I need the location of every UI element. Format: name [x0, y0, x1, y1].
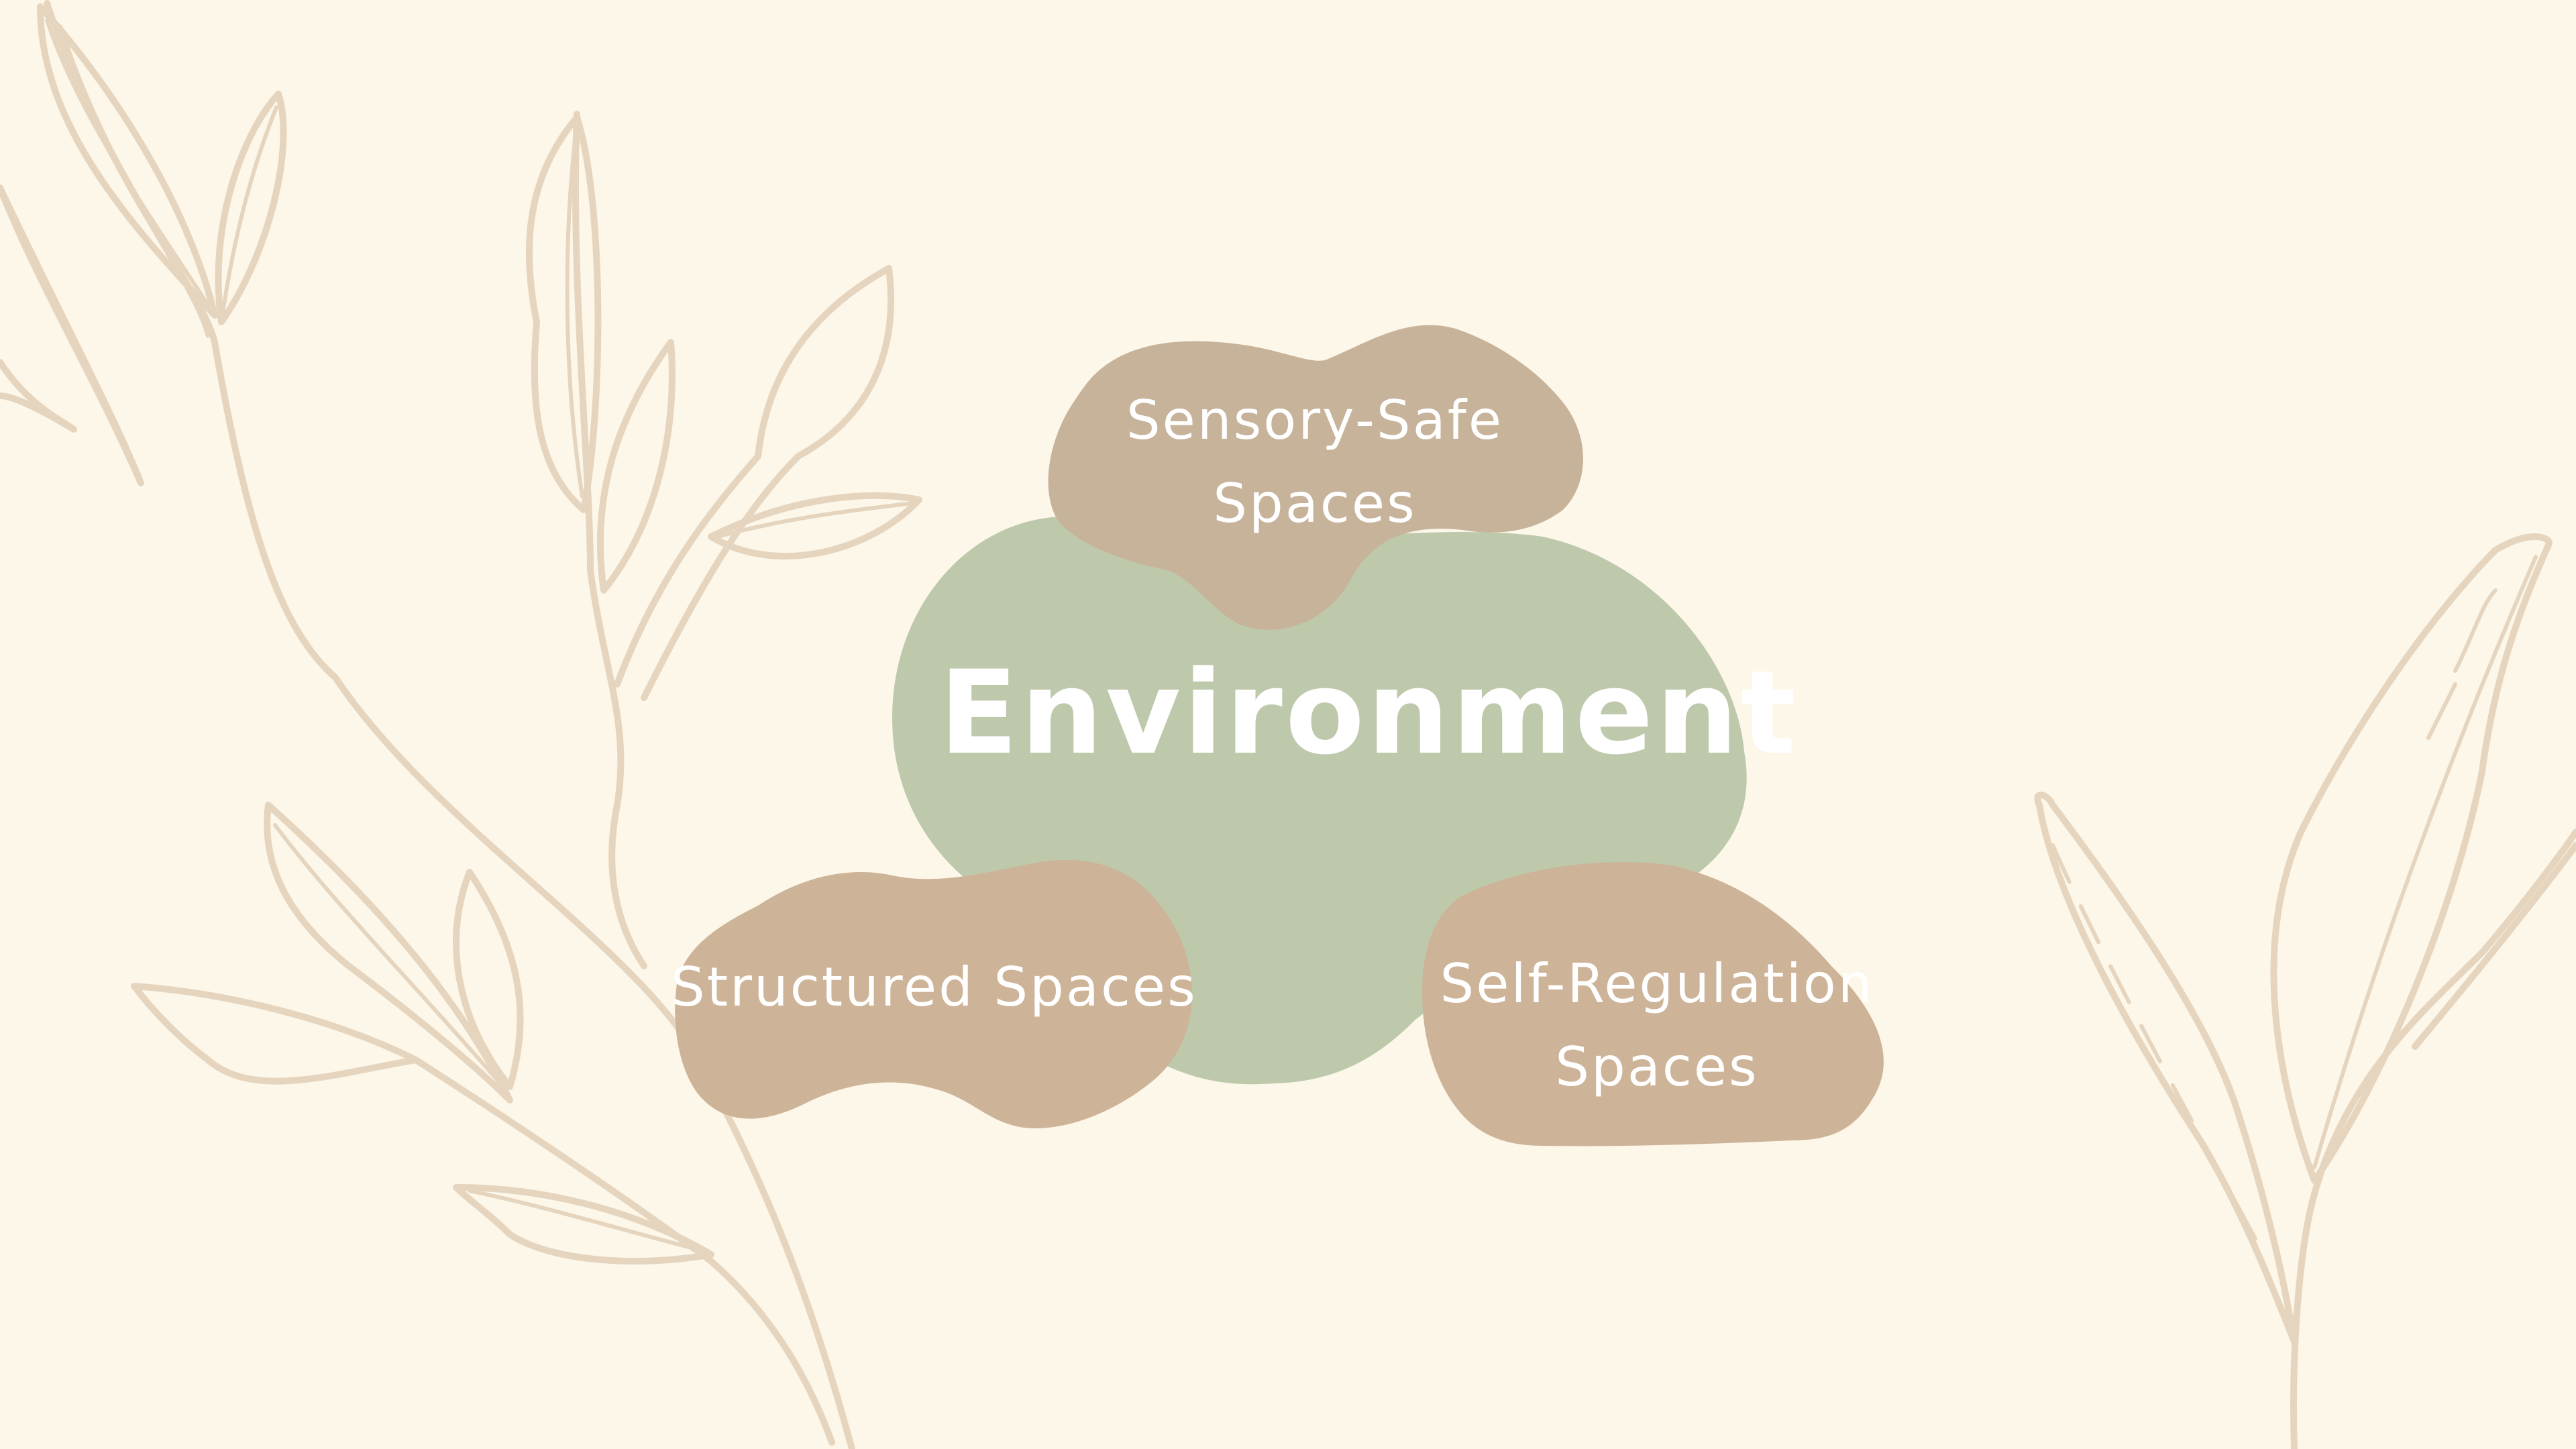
- left-main-stem-inner: [58, 24, 211, 338]
- structured-spaces-node: Structured Spaces: [671, 946, 1197, 1029]
- self-regulation-label-line2: Spaces: [1555, 1036, 1759, 1098]
- middle-leaf-2: [596, 339, 676, 594]
- sensory-safe-blob: [1048, 325, 1583, 630]
- structured-spaces-blob: [675, 859, 1193, 1128]
- leaf-left-edge: [0, 184, 144, 486]
- sensory-safe-label-line2: Spaces: [1213, 472, 1417, 535]
- structured-spaces-label: Structured Spaces: [671, 956, 1197, 1018]
- middle-leaf-4: [708, 492, 922, 560]
- lower-leaf-1: [264, 802, 513, 1104]
- sensory-safe-label-line1: Sensory-Safe: [1126, 389, 1504, 451]
- center-node-label: Environment: [939, 645, 1799, 780]
- lower-leaf-3: [453, 869, 524, 1090]
- right-main-stem: [2290, 828, 2576, 1449]
- self-regulation-blob: [1422, 862, 1884, 1146]
- lower-leaf-4: [453, 1184, 714, 1265]
- leaf-left-edge-2: [0, 359, 77, 433]
- self-regulation-node: Self-Regulation Spaces: [1422, 943, 1892, 1109]
- lower-leaf-2: [131, 983, 419, 1085]
- leaf-top-left-1: [37, 3, 218, 319]
- right-leaf-1: [2270, 533, 2553, 1184]
- middle-leaf-1: [525, 114, 602, 513]
- right-leaf-3: [2412, 842, 2576, 1050]
- self-regulation-label-line1: Self-Regulation: [1440, 953, 1874, 1015]
- middle-stem: [572, 111, 647, 969]
- leaf-top-left-2: [215, 91, 287, 325]
- sensory-safe-node: Sensory-Safe Spaces: [1046, 379, 1583, 545]
- lower-stem: [413, 1057, 835, 1446]
